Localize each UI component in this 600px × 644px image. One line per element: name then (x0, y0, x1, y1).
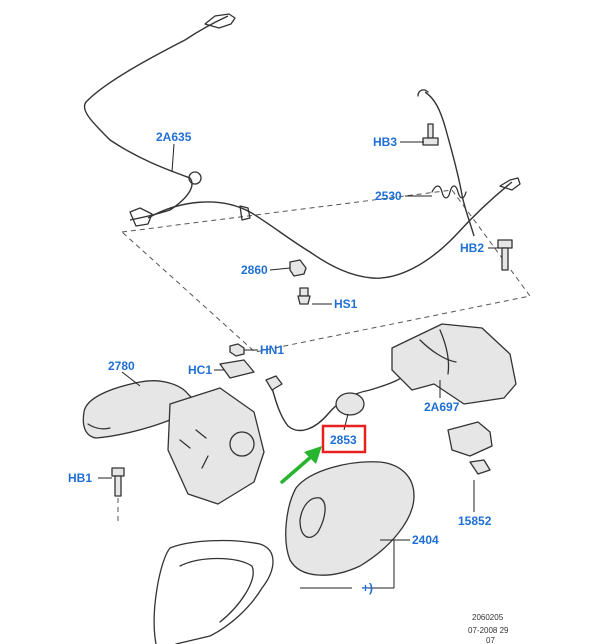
brake-cable-2a635 (83, 15, 229, 221)
reference-plane-outline (120, 189, 531, 353)
switch-15852 (447, 421, 493, 475)
clip-2860 (289, 259, 307, 277)
brake-cable-rear (147, 181, 513, 279)
callout-2530: 2530 (375, 189, 402, 203)
cable-2853-grommet (335, 392, 365, 416)
footer-line-3: 07 (486, 636, 495, 644)
callout-plus-ref: +) (362, 581, 373, 595)
screw-hs1 (297, 287, 311, 305)
bracket-hc1 (219, 359, 255, 379)
callout-hb2: HB2 (460, 241, 484, 255)
highlight-arrow (280, 446, 322, 484)
brake-cable-2853 (271, 371, 411, 432)
handbrake-lever-2780 (82, 380, 265, 505)
cable-grommet (188, 171, 202, 185)
callout-hs1: HS1 (334, 297, 358, 311)
callout-2860: 2860 (241, 263, 268, 277)
footer-line-2: 07-2008 29 (468, 626, 509, 635)
spring-cable-2530 (424, 91, 475, 237)
footer-line-1: 2060205 (472, 613, 504, 622)
leader-lines (98, 141, 498, 589)
console-gaiter-2404 (285, 461, 415, 576)
callout-2a635: 2A635 (156, 130, 192, 144)
callout-2404: 2404 (412, 533, 439, 547)
callout-hb1: HB1 (68, 471, 92, 485)
callout-2853: 2853 (330, 433, 357, 447)
cover-2a697 (391, 323, 517, 405)
console-gaiter-opening (299, 497, 326, 538)
console-bezel (153, 539, 274, 644)
console-bezel-inner (179, 557, 254, 623)
bolt-hb2 (497, 239, 513, 271)
callout-hn1: HN1 (260, 343, 284, 357)
callout-2780: 2780 (108, 359, 135, 373)
cable-clip-left (129, 207, 153, 227)
cable-end-fitting-top (204, 13, 236, 29)
cable-end-fitting-right (499, 177, 521, 191)
highlight-box-2853 (321, 424, 367, 454)
cover-2a697-detail (419, 329, 457, 375)
nut-hn1 (229, 343, 245, 357)
bolt-hb1 (111, 467, 125, 497)
cable-hook-top (417, 89, 429, 97)
bolt-hb3 (422, 123, 439, 146)
callout-15852: 15852 (458, 514, 492, 528)
spring-coil-2530 (431, 185, 467, 199)
callout-hc1: HC1 (188, 363, 212, 377)
cable-clip-mid (239, 205, 251, 221)
cable-2853-end (265, 375, 283, 391)
callout-2a697: 2A697 (424, 400, 460, 414)
callout-hb3: HB3 (373, 135, 397, 149)
